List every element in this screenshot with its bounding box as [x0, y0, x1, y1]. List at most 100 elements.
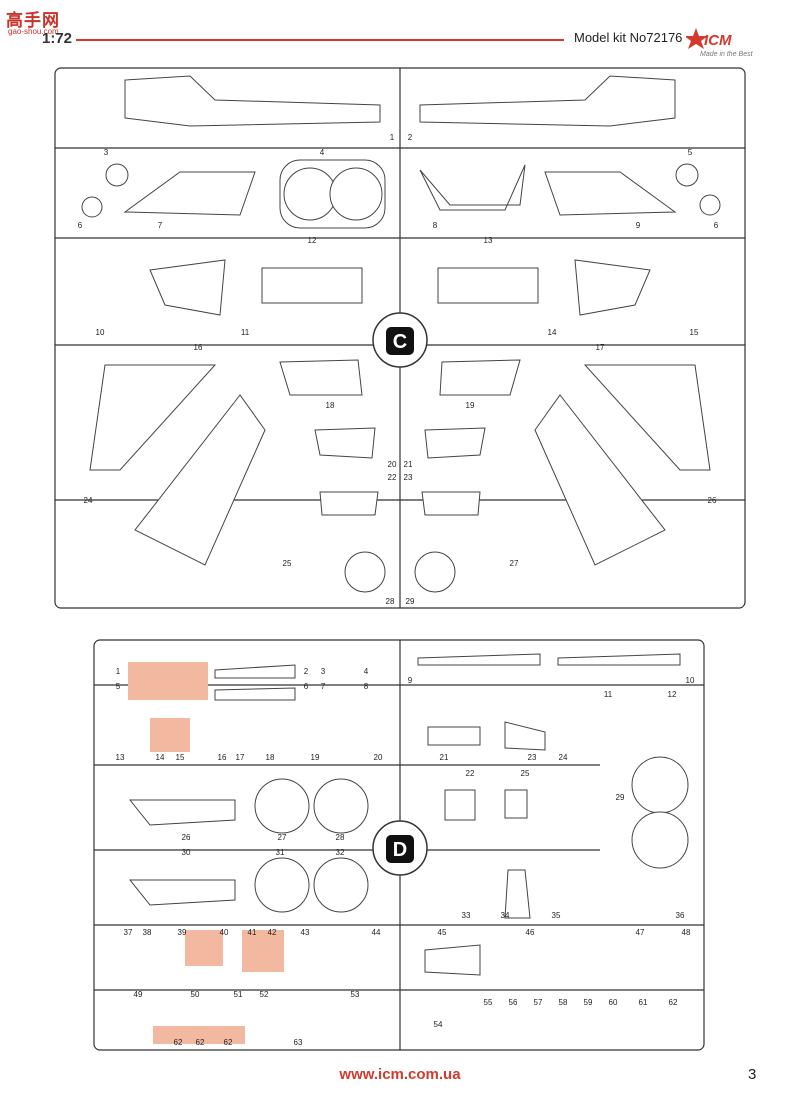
sprue-d-label-11: 11: [604, 690, 613, 699]
sprue-d-label-45: 45: [438, 928, 447, 937]
sprue-d-label-25: 25: [521, 769, 530, 778]
sprue-d-label-9: 9: [408, 676, 413, 685]
sprue-d-label-62: 62: [669, 998, 678, 1007]
sprue-d-label-62-2: 62: [174, 1038, 183, 1047]
page-number: 3: [748, 1066, 757, 1083]
sprue-d-label-2: 2: [304, 667, 309, 676]
sprue-d-label-40: 40: [220, 928, 229, 937]
sprue-c-label-20: 20: [388, 460, 397, 469]
part-d1-highlight: [128, 662, 208, 700]
part-d31a: [254, 857, 310, 913]
sprue-d-label-50: 50: [191, 990, 200, 999]
sprue-c-label-2: 2: [408, 133, 413, 142]
sprue-d-label-60: 60: [609, 998, 618, 1007]
sprue-d-label-35: 35: [552, 911, 561, 920]
sprue-c-label-27: 27: [510, 559, 519, 568]
icm-logo: [686, 26, 784, 66]
sprue-c-label-8: 8: [433, 221, 438, 230]
part-c13: [437, 267, 539, 304]
part-c17: [279, 359, 363, 396]
sprue-c-label-24: 24: [84, 496, 93, 505]
part-d27b: [313, 778, 369, 834]
part-c28: [344, 551, 386, 593]
sprue-c-label-6: 6: [714, 221, 719, 230]
part-c1: [124, 75, 381, 127]
sprue-d-label-38: 38: [143, 928, 152, 937]
part-c21: [424, 427, 486, 459]
sprue-c-label-13: 13: [484, 236, 493, 245]
watermark-logo: 高手网: [6, 11, 60, 31]
sprue-d-label-37: 37: [124, 928, 133, 937]
footer-url[interactable]: www.icm.com.ua: [339, 1066, 461, 1083]
part-c20: [314, 427, 376, 459]
sprue-c-label-23: 23: [404, 473, 413, 482]
sprue-d-label-46: 46: [526, 928, 535, 937]
part-c22: [319, 491, 379, 516]
sprue-d-label-3: 3: [321, 667, 326, 676]
sprue-d-label-10: 10: [686, 676, 695, 685]
sprue-d-label-42: 42: [268, 928, 277, 937]
sprue-d-label-14: 14: [156, 753, 165, 762]
part-c18: [439, 359, 521, 396]
sprue-d-label-17: 17: [236, 753, 245, 762]
part-c10: [149, 259, 226, 316]
sprue-c-label-28: 28: [386, 597, 395, 606]
part-d29b: [631, 811, 689, 869]
sprue-d-label-4: 4: [364, 667, 369, 676]
sprue-c-label-3: 3: [104, 148, 109, 157]
watermark-subtitle: gao-shou.com: [8, 27, 59, 36]
sprue-c-label-12: 12: [308, 236, 317, 245]
sprue-d-label-24: 24: [559, 753, 568, 762]
sprue-c-label-1: 1: [390, 133, 395, 142]
part-c8: [419, 164, 526, 211]
part-c7: [123, 171, 256, 216]
sprue-d-label-39: 39: [178, 928, 187, 937]
sprue-c-badge: [386, 327, 414, 355]
sprue-d-label-12: 12: [668, 690, 677, 699]
sprue-d-label-20: 20: [374, 753, 383, 762]
sprue-d-label-30: 30: [182, 848, 191, 857]
sprue-c-label-9: 9: [636, 221, 641, 230]
part-d27a: [254, 778, 310, 834]
part-c27b: [534, 394, 666, 566]
part-c9: [544, 171, 677, 216]
logo-star-icon: [686, 28, 708, 49]
part-c6b: [699, 194, 721, 216]
part-c5: [675, 163, 699, 187]
sprue-c-label-7: 7: [158, 221, 163, 230]
part-c29: [414, 551, 456, 593]
sprue-d-frame: [93, 639, 705, 1051]
header-rule: [76, 39, 564, 41]
part-c12: [261, 267, 363, 304]
scale-label: 1:72: [42, 30, 73, 47]
sprue-d-label-6: 6: [304, 682, 309, 691]
sprue-d-label-23: 23: [528, 753, 537, 762]
part-d29a: [631, 756, 689, 814]
sprue-d-label-8: 8: [364, 682, 369, 691]
logo-subtitle: Made in the Best: [700, 51, 753, 58]
sprue-d-label-58: 58: [559, 998, 568, 1007]
sprue-c-letter: C: [393, 331, 407, 353]
sprue-c-label-26: 26: [708, 496, 717, 505]
sprue-d-label-49: 49: [134, 990, 143, 999]
sprue-c-label-29: 29: [406, 597, 415, 606]
sprue-c-label-15: 15: [690, 328, 699, 337]
sprue-c-label-17: 17: [596, 343, 605, 352]
sprue-c-label-4: 4: [320, 148, 325, 157]
sprue-c-label-19: 19: [466, 401, 475, 410]
sprue-d-letter: D: [393, 839, 407, 861]
sprue-d-label-19: 19: [311, 753, 320, 762]
logo-text: ICM: [704, 32, 732, 49]
sprue-d-label-51: 51: [234, 990, 243, 999]
sprue-d-badge: [386, 835, 414, 863]
sprue-d-label-7: 7: [321, 682, 326, 691]
part-c23: [421, 491, 481, 516]
sprue-c-label-22: 22: [388, 473, 397, 482]
sprue-d-label-63: 63: [294, 1038, 303, 1047]
sprue-d-label-62-4: 62: [224, 1038, 233, 1047]
sprue-d-label-61: 61: [639, 998, 648, 1007]
sprue-d-label-43: 43: [301, 928, 310, 937]
sprue-d-label-57: 57: [534, 998, 543, 1007]
